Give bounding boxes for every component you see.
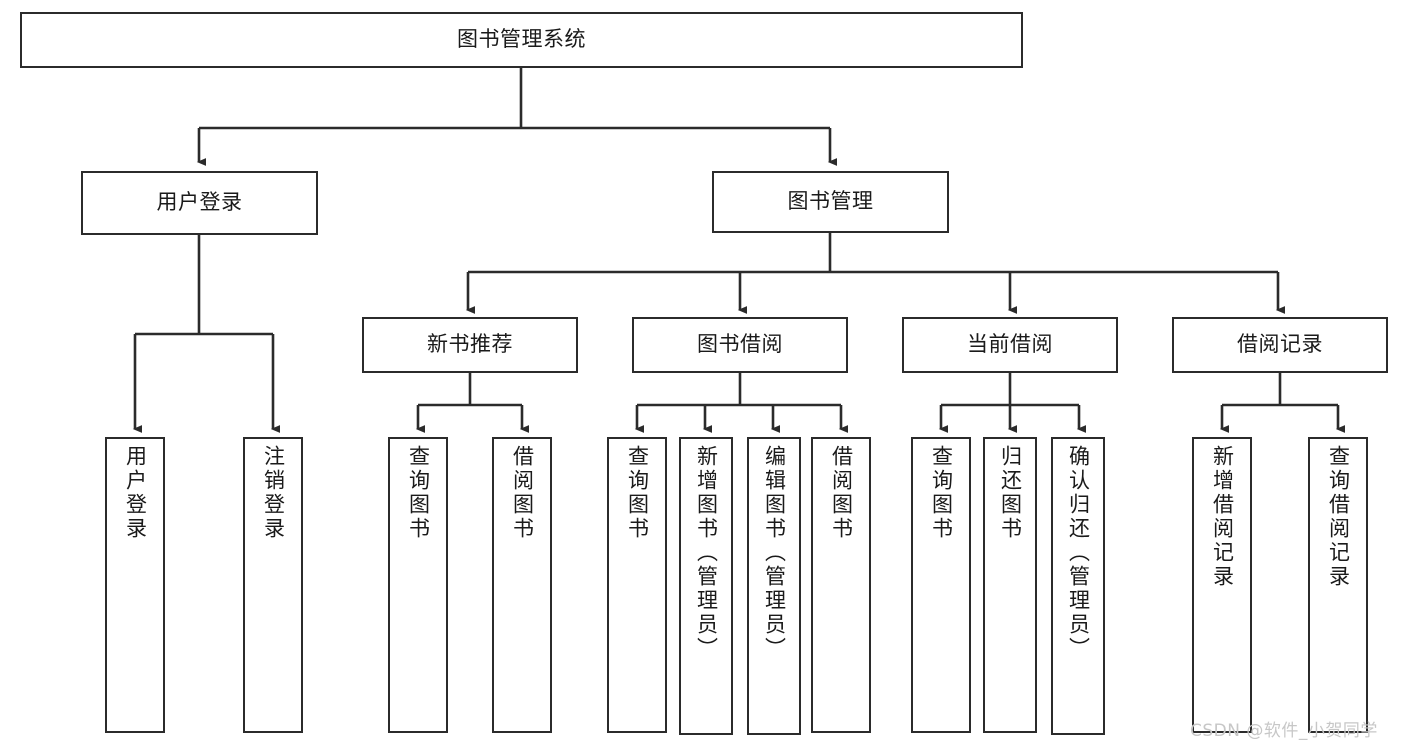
node-label: 确认归还（管理员） <box>1066 445 1091 661</box>
node-label: 新增图书（管理员） <box>694 445 719 661</box>
node-label: 借阅记录 <box>1237 332 1323 357</box>
node-new-book-recommend[interactable]: 新书推荐 <box>362 317 578 373</box>
leaf-query-book-borrow[interactable]: 查询图书 <box>607 437 667 733</box>
leaf-confirm-return-admin[interactable]: 确认归还（管理员） <box>1051 437 1105 735</box>
node-borrow-record[interactable]: 借阅记录 <box>1172 317 1388 373</box>
leaf-query-book-recommend[interactable]: 查询图书 <box>388 437 448 733</box>
leaf-borrow-book-recommend[interactable]: 借阅图书 <box>492 437 552 733</box>
node-book-management[interactable]: 图书管理 <box>712 171 949 233</box>
node-label: 用户登录 <box>123 445 148 541</box>
leaf-edit-book-admin[interactable]: 编辑图书（管理员） <box>747 437 801 735</box>
node-label: 查询图书 <box>406 445 431 541</box>
leaf-add-borrow-record[interactable]: 新增借阅记录 <box>1192 437 1252 733</box>
node-label: 新增借阅记录 <box>1210 445 1235 589</box>
node-label: 编辑图书（管理员） <box>762 445 787 661</box>
node-book-borrow[interactable]: 图书借阅 <box>632 317 848 373</box>
node-label: 当前借阅 <box>967 332 1053 357</box>
node-root-system[interactable]: 图书管理系统 <box>20 12 1023 68</box>
node-label: 查询图书 <box>929 445 954 541</box>
node-label: 图书管理 <box>787 189 874 214</box>
leaf-borrow-book[interactable]: 借阅图书 <box>811 437 871 733</box>
leaf-query-book-current[interactable]: 查询图书 <box>911 437 971 733</box>
node-label: 查询借阅记录 <box>1326 445 1351 589</box>
node-label: 借阅图书 <box>829 445 854 541</box>
leaf-add-book-admin[interactable]: 新增图书（管理员） <box>679 437 733 735</box>
node-label: 查询图书 <box>625 445 650 541</box>
node-label: 用户登录 <box>156 190 243 215</box>
node-current-borrow[interactable]: 当前借阅 <box>902 317 1118 373</box>
node-label: 新书推荐 <box>427 332 513 357</box>
csdn-watermark: CSDN @软件_小贺同学 <box>1190 716 1378 741</box>
node-label: 注销登录 <box>261 445 286 541</box>
node-label: 归还图书 <box>998 445 1023 541</box>
node-user-login[interactable]: 用户登录 <box>81 171 318 235</box>
leaf-logout-login[interactable]: 注销登录 <box>243 437 303 733</box>
leaf-return-book[interactable]: 归还图书 <box>983 437 1037 733</box>
node-label: 借阅图书 <box>510 445 535 541</box>
leaf-query-borrow-record[interactable]: 查询借阅记录 <box>1308 437 1368 733</box>
node-label: 图书管理系统 <box>457 27 586 52</box>
watermark-text: CSDN @软件_小贺同学 <box>1190 721 1378 741</box>
leaf-user-login[interactable]: 用户登录 <box>105 437 165 733</box>
node-label: 图书借阅 <box>697 332 783 357</box>
